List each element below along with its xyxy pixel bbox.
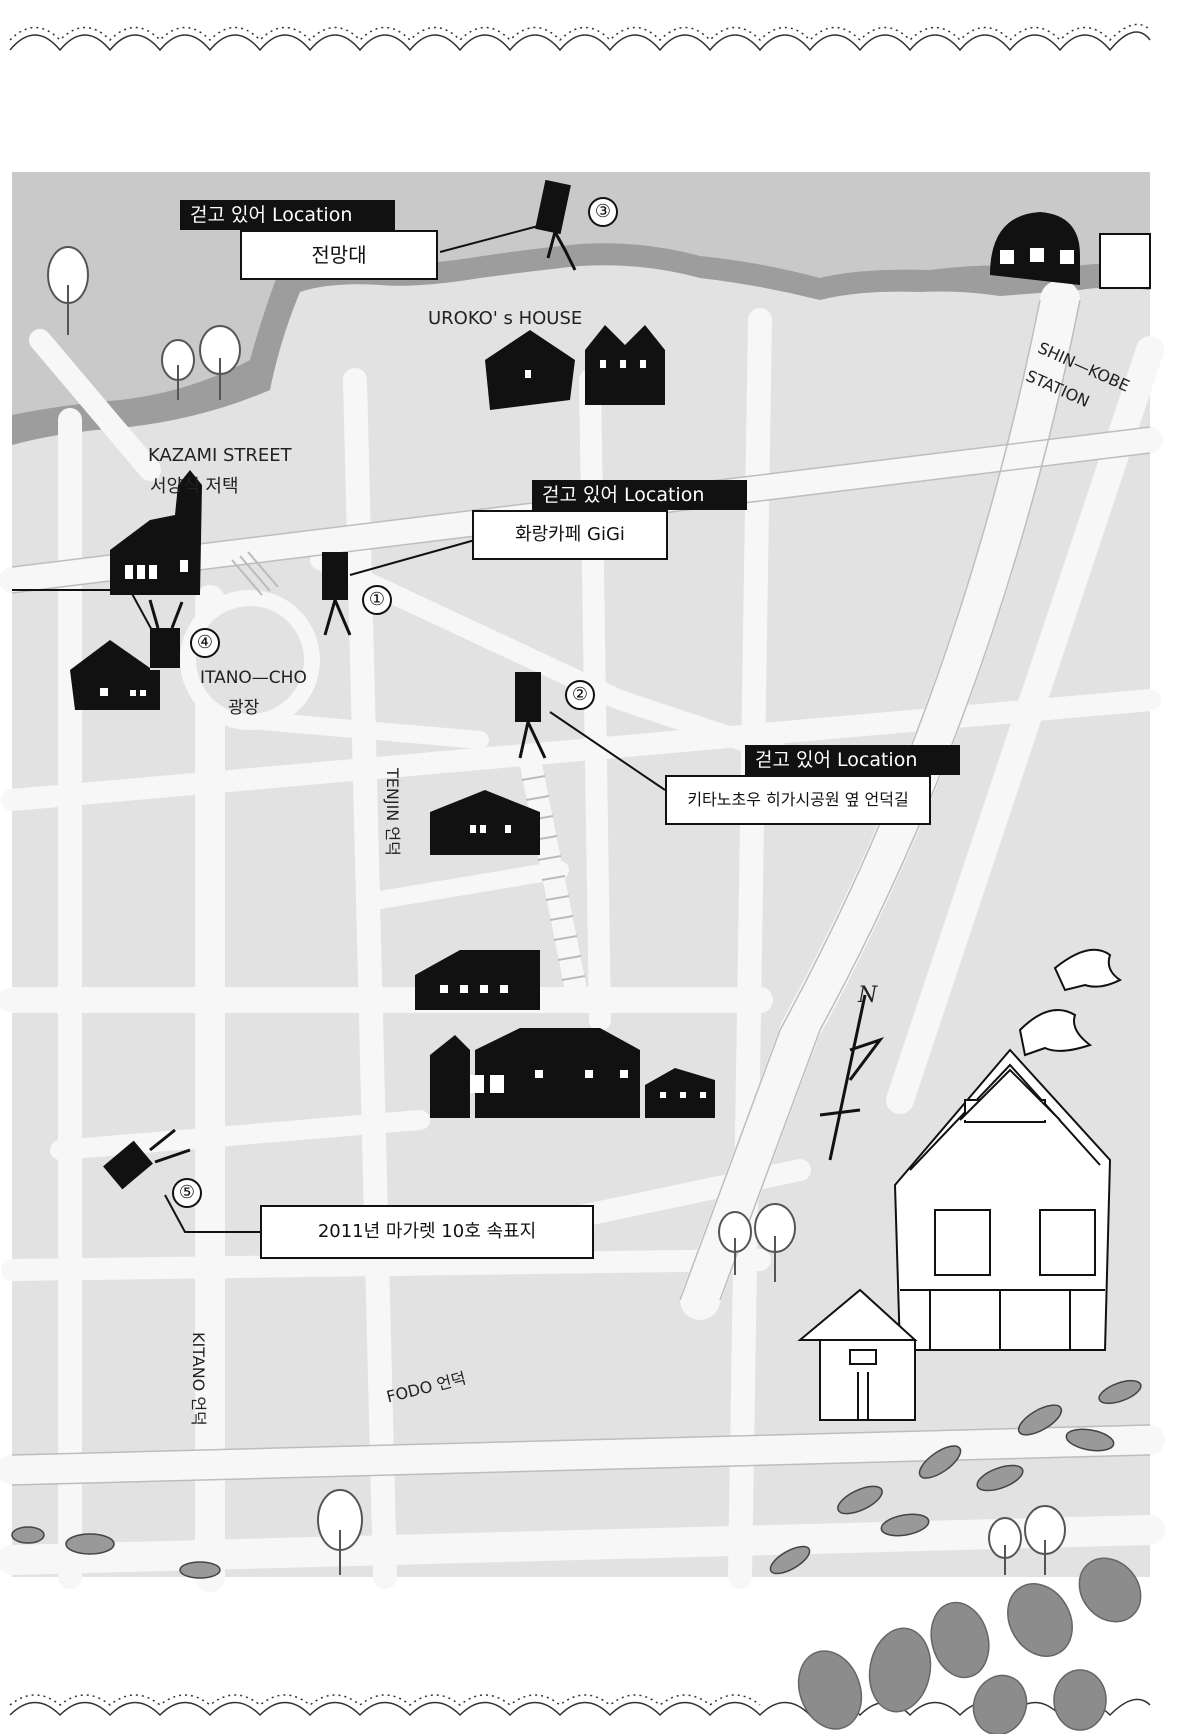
camera-icon-4 xyxy=(148,599,184,668)
location-number-5: ⑤ xyxy=(172,1178,202,1208)
location-number-3: ③ xyxy=(588,197,618,227)
stairs-kazami xyxy=(231,551,279,596)
location-number-1: ① xyxy=(362,585,392,615)
location-caption-5: 2011년 마가렛 10호 속표지 xyxy=(260,1205,594,1259)
location-tag-2: 걷고 있어 Location xyxy=(745,745,960,775)
location-tag-1: 걷고 있어 Location xyxy=(532,480,747,510)
footprint-icon xyxy=(11,1379,1142,1579)
leader-lines xyxy=(12,224,666,1233)
itano-plaza xyxy=(180,590,320,730)
bird-icon xyxy=(1018,948,1122,1057)
tenjin-label: TENJIN 언덕 xyxy=(383,768,402,856)
house-icon xyxy=(70,325,715,1118)
itano-cho-label: ITANO—CHO xyxy=(200,668,307,688)
camera-icon-2 xyxy=(515,672,547,759)
house-windows xyxy=(100,360,706,1098)
location-number-4: ④ xyxy=(190,628,220,658)
camera-icon-1 xyxy=(322,552,352,636)
north-label: N xyxy=(858,983,878,1008)
camera-icon-5 xyxy=(103,1128,191,1190)
camera-icon-3 xyxy=(535,179,577,271)
station-building xyxy=(990,212,1151,289)
lace-border-bottom xyxy=(9,1694,1151,1717)
location-number-2: ② xyxy=(565,680,595,710)
tree-icon xyxy=(47,246,1066,1575)
plaza-label: 광장 xyxy=(228,698,260,718)
uroko-house-label: UROKO' s HOUSE xyxy=(428,308,583,329)
leaf-icon xyxy=(797,1557,1142,1734)
kazami-street-label: KAZAMI STREET xyxy=(148,445,292,466)
location-caption-3: 전망대 xyxy=(240,230,438,280)
western-house-label: 서양식 저택 xyxy=(150,476,239,497)
kitano-label: KITANO 언덕 xyxy=(189,1332,208,1426)
compass-icon xyxy=(819,994,885,1161)
location-caption-2: 키타노초우 히가시공원 옆 언덕길 xyxy=(665,775,931,825)
location-caption-1: 화랑카페 GiGi xyxy=(472,510,668,560)
big-house-drawing xyxy=(797,1048,1112,1421)
lace-border-top xyxy=(9,23,1151,52)
location-tag-3: 걷고 있어 Location xyxy=(180,200,395,230)
